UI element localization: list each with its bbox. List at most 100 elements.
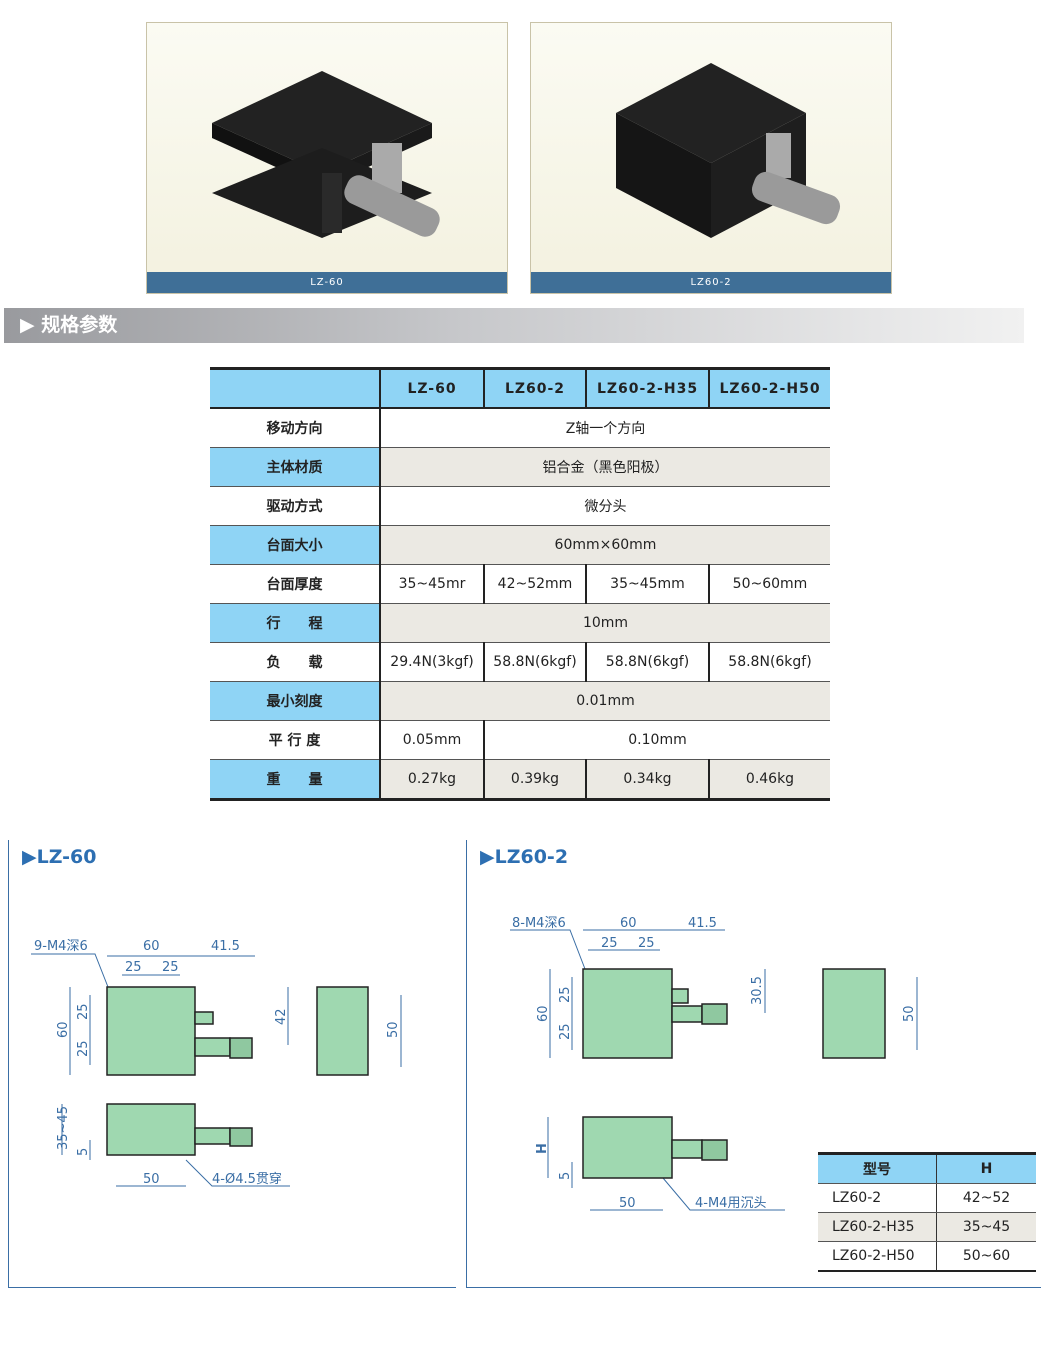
product-photo-lz60: LZ-60 [146, 22, 508, 294]
row-label: 负 载 [210, 642, 381, 682]
cell: LZ60-2-H50 [818, 1241, 937, 1272]
dim-label: 50 [386, 1021, 401, 1038]
dim-label: 9-M4深6 [34, 939, 88, 954]
cell: 0.01mm [380, 681, 830, 721]
cell: 0.05mm [380, 720, 485, 760]
header-cell: H [936, 1152, 1036, 1184]
cell: 58.8N(6kgf) [586, 642, 710, 682]
row-label: 平 行 度 [210, 720, 381, 760]
cell: 0.27kg [380, 759, 485, 801]
cell: 58.8N(6kgf) [709, 642, 830, 682]
lz60-dimension-lines [31, 953, 402, 1187]
header-cell: LZ-60 [380, 367, 485, 409]
dim-label: 5 [558, 1172, 573, 1180]
row-label: 重 量 [210, 759, 381, 801]
dim-label: H [535, 1143, 550, 1154]
panel-lz60-2 [466, 840, 1041, 1288]
cell: 58.8N(6kgf) [484, 642, 587, 682]
dim-label: 25 [162, 960, 179, 975]
dim-label: 25 [558, 1023, 573, 1040]
cell: 35~45mm [586, 564, 710, 604]
cell: Z轴一个方向 [380, 408, 830, 448]
cell: LZ60-2-H35 [818, 1212, 937, 1242]
panel-lz60 [8, 840, 456, 1288]
dim-label: 5 [76, 1148, 91, 1156]
cell: 29.4N(3kgf) [380, 642, 485, 682]
table-header-row: LZ-60 LZ60-2 LZ60-2-H35 LZ60-2-H50 [210, 367, 830, 409]
cell: 35~45 [936, 1212, 1036, 1242]
cell: 微分头 [380, 486, 830, 526]
dim-label: 41.5 [211, 939, 240, 954]
row-label: 驱动方式 [210, 486, 381, 526]
dim-label: 4-Ø4.5贯穿 [212, 1171, 282, 1187]
header-cell: LZ60-2-H50 [709, 367, 830, 409]
section-header-specs: ▶ 规格参数 [4, 308, 1024, 343]
photo-caption: LZ60-2 [531, 272, 891, 293]
stage-image [616, 63, 841, 238]
row-label: 台面厚度 [210, 564, 381, 604]
cell: 35~45mr [380, 564, 485, 604]
dim-label: 25 [558, 986, 573, 1003]
table-row: 驱动方式微分头 [210, 486, 830, 526]
row-label: 最小刻度 [210, 681, 381, 721]
drawing-title-lz60-2: ▶LZ60-2 [480, 846, 569, 868]
product-photo-lz60-2: LZ60-2 [530, 22, 892, 294]
row-label: 主体材质 [210, 447, 381, 487]
header-cell: LZ60-2 [484, 367, 587, 409]
dim-label: 50 [619, 1196, 636, 1211]
header-cell: 型号 [818, 1152, 937, 1184]
drawing-title-lz60: ▶LZ-60 [22, 846, 97, 868]
cell: 42~52 [936, 1183, 1036, 1213]
cell: 0.39kg [484, 759, 587, 801]
photo-caption: LZ-60 [147, 272, 507, 293]
cell: 0.34kg [586, 759, 710, 801]
header-cell [210, 367, 381, 409]
dim-label: 60 [536, 1005, 551, 1022]
header-cell: LZ60-2-H35 [586, 367, 710, 409]
row-label: 移动方向 [210, 408, 381, 448]
dim-label: 25 [601, 936, 618, 951]
dim-label: 25 [638, 936, 655, 951]
dim-label: 42 [274, 1008, 289, 1025]
table-row: 主体材质铝合金（黑色阳极） [210, 447, 830, 487]
dim-label: 60 [143, 939, 160, 954]
dim-label: 50 [902, 1005, 917, 1022]
cell: 60mm×60mm [380, 525, 830, 565]
dim-label: 50 [143, 1172, 160, 1187]
stage-image [212, 71, 440, 238]
cell: 50~60mm [709, 564, 830, 604]
dim-label: 60 [56, 1021, 71, 1038]
dim-label: 25 [125, 960, 142, 975]
row-label: 行 程 [210, 603, 381, 643]
dim-label: 4-M4用沉头 [695, 1196, 766, 1211]
dim-label: 8-M4深6 [512, 916, 566, 931]
cell: LZ60-2 [818, 1183, 937, 1213]
cell: 50~60 [936, 1241, 1036, 1272]
cell: 0.10mm [484, 720, 830, 760]
section-title: ▶ 规格参数 [20, 314, 118, 336]
dim-label: 41.5 [688, 916, 717, 931]
dim-label: 25 [76, 1040, 91, 1057]
dim-label: 25 [76, 1003, 91, 1020]
cell: 10mm [380, 603, 830, 643]
lz60-2-part [582, 968, 886, 1179]
cell: 0.46kg [709, 759, 830, 801]
dim-label: 60 [620, 916, 637, 931]
dim-label: 30.5 [750, 976, 765, 1005]
